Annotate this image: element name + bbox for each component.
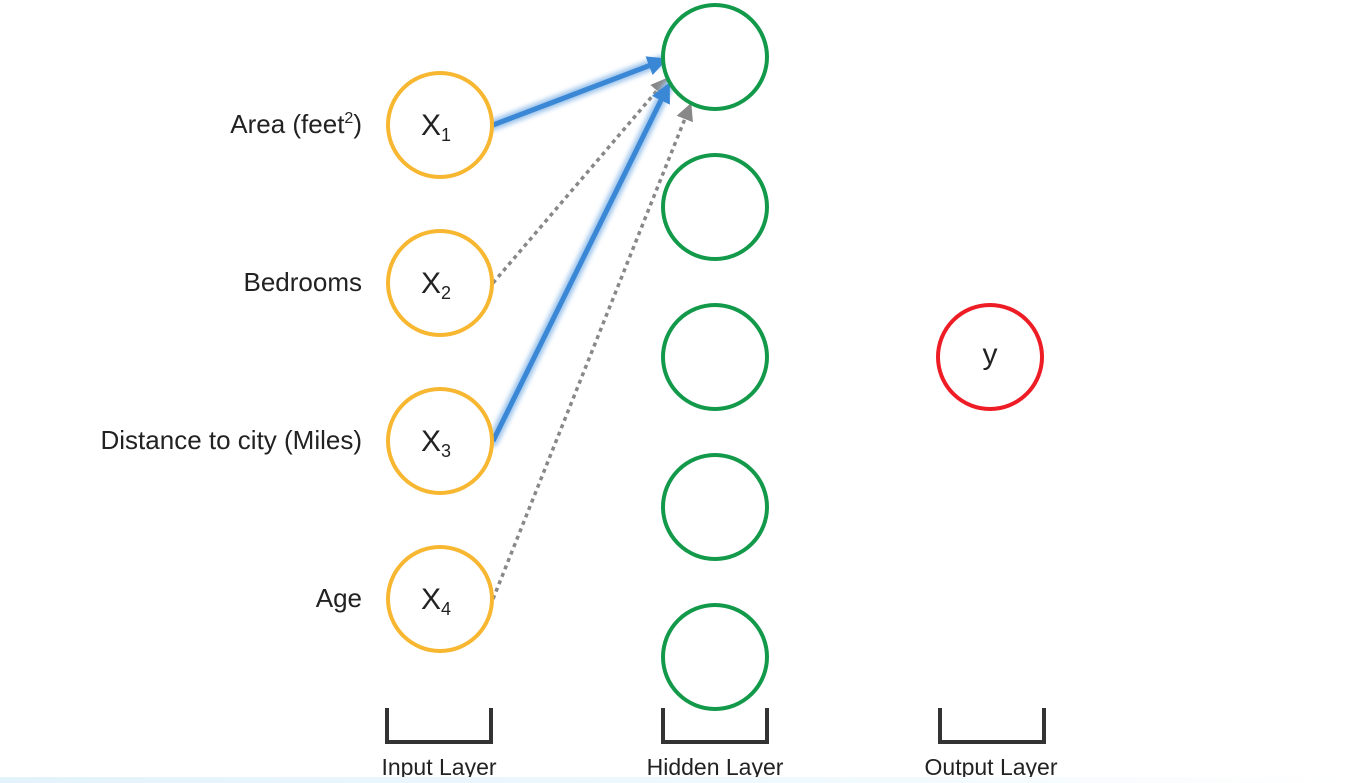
input-node-circle bbox=[386, 229, 494, 337]
weak-connection-x4 bbox=[491, 102, 693, 600]
hidden-node-5 bbox=[661, 603, 769, 711]
input-node-3: Distance to city (Miles) X3 bbox=[101, 387, 494, 495]
input-node-circle bbox=[386, 387, 494, 495]
hidden-layer-label: Hidden Layer bbox=[647, 754, 784, 780]
output-node-symbol: y bbox=[983, 338, 998, 371]
hidden-node-4 bbox=[661, 453, 769, 561]
output-layer-label: Output Layer bbox=[925, 754, 1058, 780]
bottom-strip bbox=[0, 777, 1346, 783]
hidden-node-3 bbox=[661, 303, 769, 411]
input-node-circle bbox=[386, 545, 494, 653]
strong-connection-x1 bbox=[492, 56, 668, 128]
input-node-symbol: X2 bbox=[421, 267, 451, 303]
output-layer: y bbox=[936, 303, 1044, 411]
feature-label-age: Age bbox=[316, 583, 362, 613]
input-node-symbol: X4 bbox=[421, 583, 451, 619]
strong-connection-x3 bbox=[490, 82, 671, 443]
hidden-layer bbox=[661, 3, 769, 711]
feature-label-area: Area (feet2) bbox=[230, 109, 362, 139]
feature-label-distance: Distance to city (Miles) bbox=[101, 425, 363, 455]
input-layer-label: Input Layer bbox=[381, 754, 496, 780]
output-node bbox=[936, 303, 1044, 411]
input-layer: Area (feet2) X1 Bedrooms X2 Distance to … bbox=[101, 71, 494, 653]
feature-label-bedrooms: Bedrooms bbox=[244, 267, 363, 297]
hidden-node-1 bbox=[661, 3, 769, 111]
hidden-node-2 bbox=[661, 153, 769, 261]
input-node-symbol: X1 bbox=[421, 109, 451, 145]
input-node-4: Age X4 bbox=[316, 545, 494, 653]
hidden-layer-bracket: Hidden Layer bbox=[647, 708, 784, 780]
input-layer-bracket: Input Layer bbox=[381, 708, 497, 780]
input-node-1: Area (feet2) X1 bbox=[230, 71, 494, 179]
input-node-2: Bedrooms X2 bbox=[244, 229, 494, 337]
input-node-symbol: X3 bbox=[421, 425, 451, 461]
output-layer-bracket: Output Layer bbox=[925, 708, 1058, 780]
input-node-circle bbox=[386, 71, 494, 179]
connections bbox=[487, 54, 693, 600]
